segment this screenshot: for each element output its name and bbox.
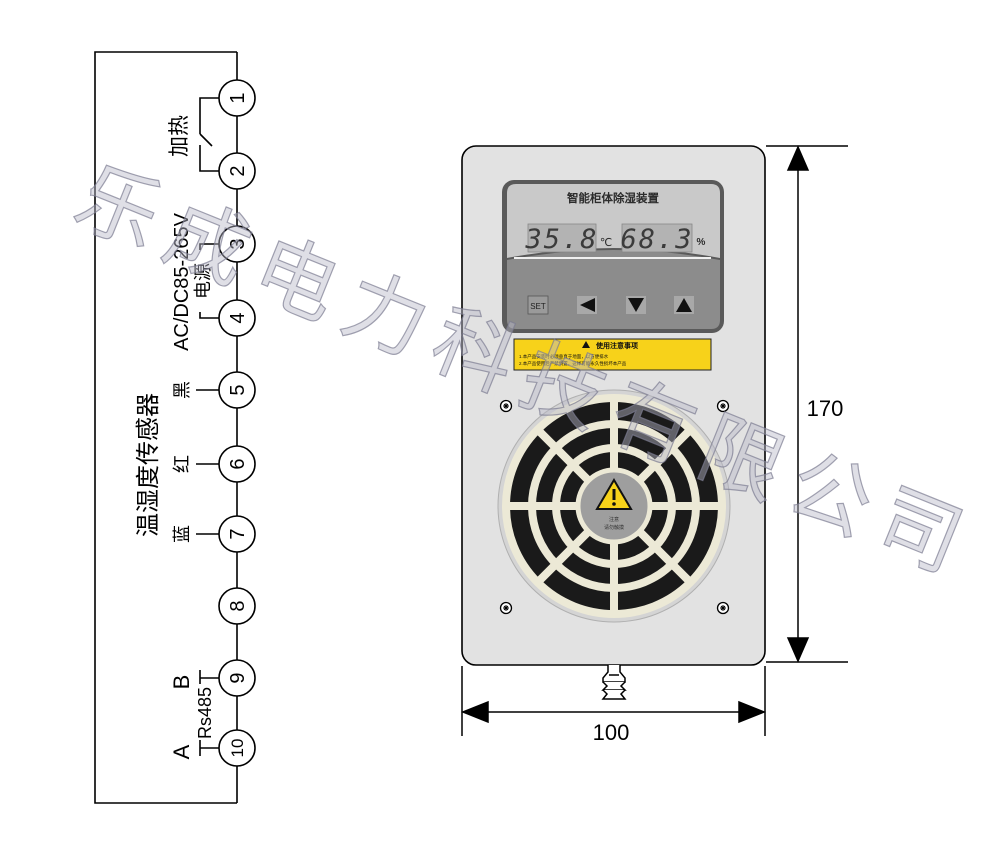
terminal-block: [218, 79, 256, 767]
fan-guard: 注意 请勿触摸: [497, 389, 731, 623]
fan-sticker-text-1: 注意: [609, 516, 619, 523]
dehumidifier-device: 智能柜体除湿装置 35.8 ℃ 68.3 % SET 使用注意事项 1.本产品安…: [461, 145, 766, 700]
up-arrow-icon: [676, 298, 692, 312]
down-arrow-icon: [628, 298, 644, 312]
terminal-number-10: 10: [228, 739, 247, 758]
terminal-1: [218, 79, 256, 117]
sensor-title: 温湿度传感器: [135, 393, 162, 537]
wire-red-label: 红: [172, 455, 192, 473]
left-arrow-icon: [580, 298, 595, 312]
terminal-3: [218, 225, 256, 263]
terminal-number-4: 4: [227, 312, 249, 323]
terminal-number-9: 9: [227, 672, 249, 683]
terminal-number-2: 2: [227, 165, 249, 176]
temperature-window: [527, 223, 597, 253]
rs485-a-wire: [199, 740, 219, 756]
terminal-9: [218, 659, 256, 697]
down-button[interactable]: [626, 296, 646, 314]
power-label: AC/DC85-265V: [171, 212, 193, 351]
rs485-b-label: B: [169, 675, 194, 690]
power-bracket: [199, 243, 219, 319]
humidity-window: [621, 223, 693, 253]
warning-label: [513, 338, 712, 371]
temperature-unit: ℃: [600, 237, 612, 249]
terminal-5: [218, 371, 256, 409]
set-button-label: SET: [530, 302, 546, 311]
drain-nozzle: [601, 665, 627, 700]
heater-label: 加热: [168, 115, 191, 157]
terminal-10: [218, 729, 256, 767]
wire-blue-label: 蓝: [172, 525, 192, 543]
up-button[interactable]: [674, 296, 694, 314]
humidity-value: 68.3: [620, 224, 693, 255]
height-dimension: [766, 145, 848, 663]
terminal-7: [218, 515, 256, 553]
fan-sticker-text-2: 请勿触摸: [604, 524, 624, 531]
height-value: 170: [807, 396, 844, 421]
terminal-6: [218, 445, 256, 483]
rs485-b-wire: [199, 670, 219, 684]
wire-black-label: 黑: [172, 381, 192, 399]
rs485-a-label: A: [169, 744, 194, 759]
terminal-number-7: 7: [227, 528, 249, 539]
wiring-diagram: [94, 51, 238, 804]
device-title: 智能柜体除湿装置: [567, 191, 659, 205]
warning-title: 使用注意事项: [595, 341, 638, 350]
screw-top-right: [716, 399, 730, 413]
width-dimension: [460, 666, 767, 736]
terminal-number-1: 1: [227, 92, 249, 103]
screw-top-left: [499, 399, 513, 413]
screw-bottom-right: [716, 601, 730, 615]
heater-relay-symbol: [199, 97, 219, 172]
terminal-number-5: 5: [227, 384, 249, 395]
temperature-value: 35.8: [524, 224, 598, 255]
warning-line-1: 1.本产品安装时必须垂直于地面，以方便排水: [519, 353, 609, 360]
width-value: 100: [593, 720, 630, 745]
terminal-4: [218, 299, 256, 337]
screw-bottom-left: [499, 601, 513, 615]
warning-triangle-icon: [582, 341, 590, 348]
terminal-number-8: 8: [227, 600, 249, 611]
humidity-unit: %: [697, 237, 706, 248]
warning-line-2: 2.本产品使用后严禁倒置，这样可能永久性损坏本产品: [519, 360, 627, 367]
power-sub-label: 电源: [193, 263, 213, 299]
terminal-2: [218, 152, 256, 190]
left-button[interactable]: [577, 296, 597, 314]
controller-box: [94, 51, 237, 804]
terminal-number-6: 6: [227, 458, 249, 469]
terminal-8: [218, 587, 256, 625]
terminal-number-3: 3: [227, 238, 249, 249]
rs485-label: Rs485: [195, 687, 215, 739]
set-button[interactable]: [527, 295, 549, 315]
